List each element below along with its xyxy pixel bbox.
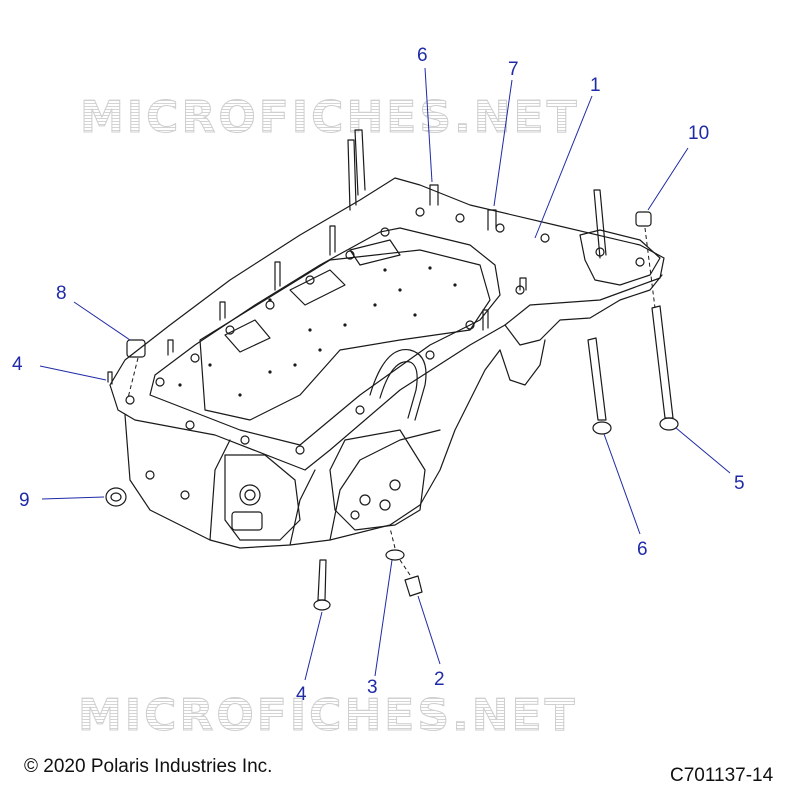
bolt-6-right bbox=[587, 337, 607, 421]
plug-10 bbox=[635, 211, 652, 227]
right-bracket bbox=[579, 229, 661, 286]
callout-10[interactable]: 10 bbox=[688, 123, 710, 144]
callout-2[interactable]: 2 bbox=[434, 669, 445, 690]
callout-8[interactable]: 8 bbox=[56, 283, 67, 304]
watermark-bottom: MICROFICHES.NET bbox=[78, 690, 578, 742]
callout-5[interactable]: 5 bbox=[734, 473, 745, 494]
watermark-top: MICROFICHES.NET bbox=[80, 92, 580, 144]
oil-pan-inner-rim bbox=[149, 227, 501, 446]
flange-bolt-bosses bbox=[125, 207, 645, 500]
studs bbox=[107, 129, 607, 385]
callout-3[interactable]: 3 bbox=[367, 677, 378, 698]
copyright-text: © 2020 Polaris Industries Inc. bbox=[24, 756, 273, 777]
oil-pan-sump bbox=[124, 349, 501, 549]
plug-9 bbox=[105, 487, 127, 507]
callout-6-lower[interactable]: 6 bbox=[637, 539, 648, 560]
leader-lines bbox=[39, 67, 731, 681]
drain-plug-2 bbox=[404, 575, 423, 597]
bolt-5 bbox=[651, 305, 674, 419]
callout-4-lower[interactable]: 4 bbox=[296, 684, 307, 705]
oil-pan-flange bbox=[109, 177, 665, 471]
washer-3 bbox=[385, 549, 405, 561]
callout-7[interactable]: 7 bbox=[508, 59, 519, 80]
front-cover bbox=[224, 454, 301, 541]
diagram-code: C701137-14 bbox=[670, 765, 774, 786]
callout-1[interactable]: 1 bbox=[590, 75, 601, 96]
bolt-4-lower bbox=[317, 559, 327, 601]
callout-6-upper[interactable]: 6 bbox=[417, 45, 428, 66]
callout-9[interactable]: 9 bbox=[19, 490, 30, 511]
callout-4-upper[interactable]: 4 bbox=[12, 354, 23, 375]
plug-8 bbox=[126, 339, 146, 358]
